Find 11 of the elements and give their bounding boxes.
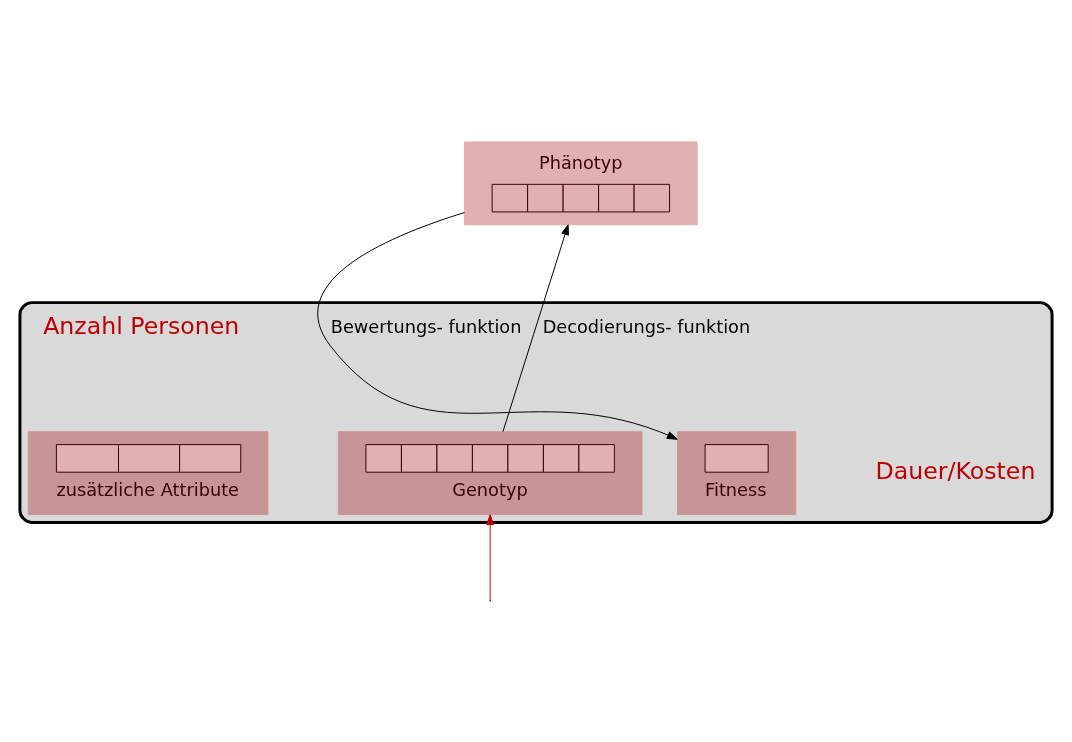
arrow [317, 211, 678, 440]
node-box: Phänotyp [464, 140, 698, 225]
arrow [502, 223, 569, 432]
edge-label: Decodierungs- funktion [542, 316, 751, 337]
arrow [486, 513, 495, 601]
label: Dauer/Kosten [875, 456, 1036, 485]
edge-label: Bewertungs- funktion [330, 316, 522, 337]
node-box: zusätzliche Attribute [27, 430, 269, 515]
node-box: Fitness [676, 430, 797, 515]
label: Anzahl Personen [43, 311, 240, 340]
node-box: Genotyp [337, 430, 643, 515]
